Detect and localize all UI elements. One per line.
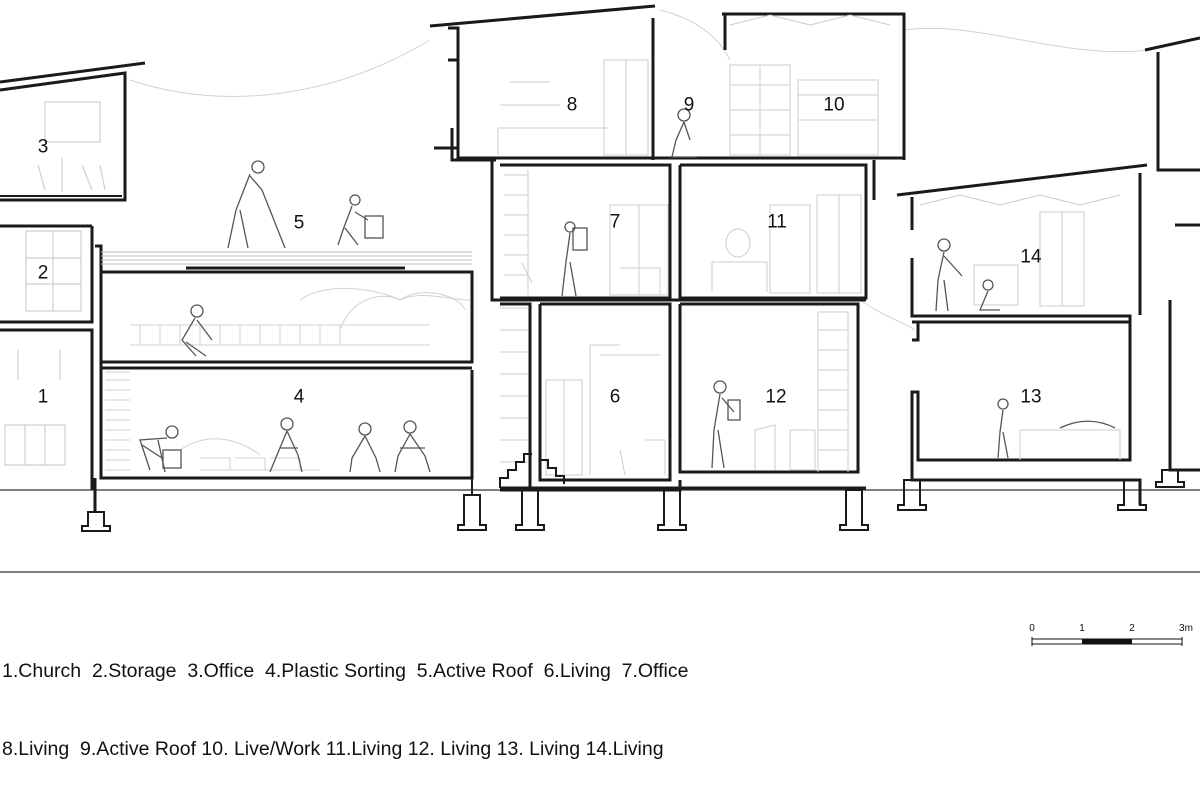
room-label-4: 4 — [293, 386, 305, 408]
central-tower-furniture — [497, 14, 891, 476]
far-right-building — [1144, 36, 1200, 472]
scale-bar: 0 1 2 3m — [1026, 624, 1196, 654]
room-label-10: 10 — [823, 94, 845, 116]
right-building — [896, 163, 1148, 505]
storage-racks — [105, 292, 466, 471]
legend-line-2: 8.Living 9.Active Roof 10. Live/Work 11.… — [2, 738, 664, 760]
left-building — [0, 61, 146, 490]
people-tower — [561, 108, 741, 469]
legend-line-1: 1.Church 2.Storage 3.Office 4.Plastic So… — [2, 660, 689, 682]
room-label-2: 2 — [37, 262, 49, 284]
ground — [0, 489, 1200, 573]
room-label-6: 6 — [609, 386, 621, 408]
scale-tick-3: 3m — [1179, 623, 1193, 634]
roof-deck-rails — [101, 251, 472, 265]
room-label-1: 1 — [37, 386, 49, 408]
foundations — [81, 469, 1185, 532]
room-label-9: 9 — [683, 94, 695, 116]
scale-tick-0: 0 — [1029, 623, 1035, 634]
central-stair-detail — [499, 453, 565, 488]
building-section-drawing — [0, 4, 1200, 573]
room-legend: 1.Church 2.Storage 3.Office 4.Plastic So… — [2, 606, 688, 788]
background-context — [129, 9, 1151, 456]
room-label-8: 8 — [566, 94, 578, 116]
central-tower — [429, 4, 906, 492]
room-label-14: 14 — [1020, 246, 1042, 268]
room-label-3: 3 — [37, 136, 49, 158]
people-sorting — [139, 160, 431, 473]
right-building-furniture — [919, 194, 1121, 460]
scale-tick-2: 2 — [1129, 623, 1135, 634]
scale-bar-graphic — [1031, 637, 1183, 646]
room-label-7: 7 — [609, 211, 621, 233]
room-label-11: 11 — [767, 211, 787, 233]
scale-tick-1: 1 — [1079, 623, 1085, 634]
room-label-12: 12 — [765, 386, 787, 408]
room-label-5: 5 — [293, 212, 305, 234]
left-building-furniture — [4, 101, 106, 466]
central-left-block — [93, 244, 474, 512]
people-right — [935, 238, 1116, 459]
room-label-13: 13 — [1020, 386, 1042, 408]
